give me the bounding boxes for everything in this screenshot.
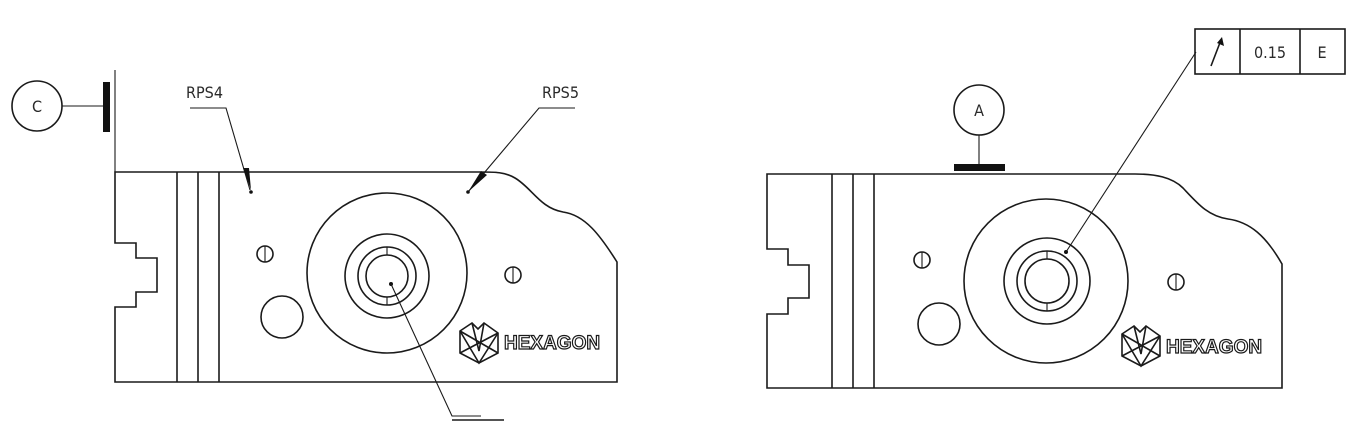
datum-a-symbol: A xyxy=(953,84,1005,171)
right-view: A xyxy=(766,28,1346,389)
datum-a-label: A xyxy=(974,101,984,120)
bore-small-left xyxy=(260,295,304,339)
central-bore-left xyxy=(306,192,504,421)
pin-hole-left-1 xyxy=(256,245,274,263)
runout-arrow-icon xyxy=(1210,37,1224,67)
hexagon-logo-left: HEXAGON xyxy=(459,321,601,365)
rps4-callout: RPS4 xyxy=(186,83,253,194)
logo-text: HEXAGON xyxy=(1166,337,1262,358)
datum-c-label: C xyxy=(32,97,42,116)
central-bore-right xyxy=(963,51,1197,364)
hexagon-logo-icon xyxy=(459,321,499,365)
hexagon-logo-right: HEXAGON xyxy=(1121,324,1263,368)
part-outline-left xyxy=(114,171,618,383)
part-outline-right xyxy=(766,173,1283,389)
rps5-callout: RPS5 xyxy=(466,83,579,194)
rps5-label: RPS5 xyxy=(542,83,579,102)
left-view: C RPS4 RPS5 xyxy=(11,70,618,421)
datum-reference: E xyxy=(1317,43,1326,62)
feature-control-frame: 0.15 E xyxy=(1194,28,1346,75)
logo-text: HEXAGON xyxy=(504,333,600,354)
rps4-label: RPS4 xyxy=(186,83,223,102)
hexagon-logo-icon xyxy=(1121,324,1161,368)
datum-c-symbol: C xyxy=(11,70,116,172)
pin-hole-left-2 xyxy=(504,266,522,284)
tolerance-value: 0.15 xyxy=(1254,43,1286,62)
pin-hole-right-2 xyxy=(1167,273,1185,291)
pin-hole-right-1 xyxy=(913,251,931,269)
bore-small-right xyxy=(917,302,961,346)
datum-a-bar xyxy=(954,164,1005,171)
datum-c-bar xyxy=(103,82,110,132)
